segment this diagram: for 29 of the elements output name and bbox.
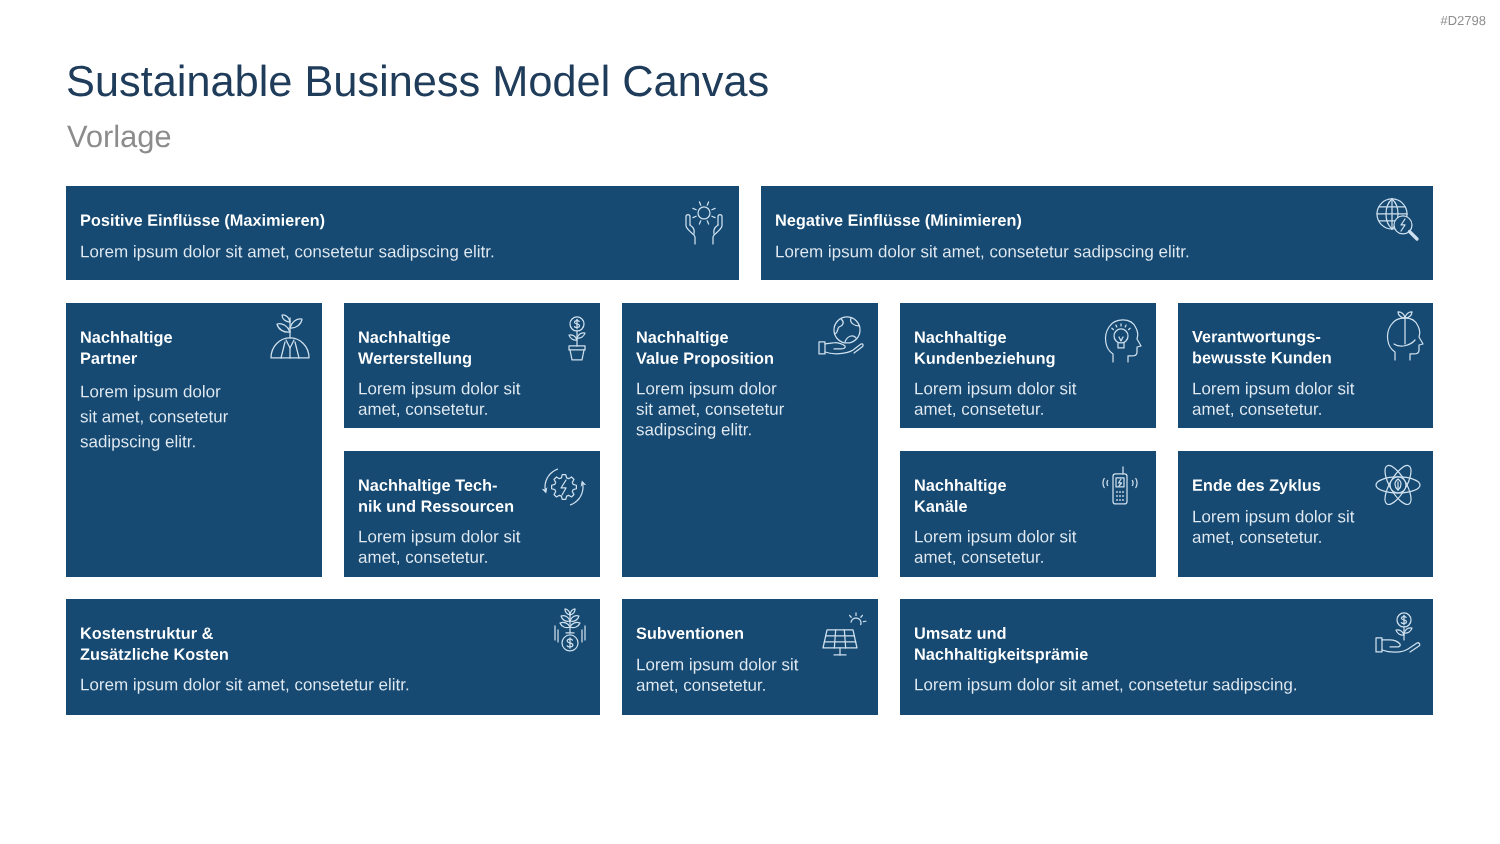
box-text: Lorem ipsum dolor sit amet, consetetur. [358,530,521,565]
box-text: Lorem ipsum dolor sit amet, consetetur sadipscing elitr. [636,382,785,439]
box-text: Lorem ipsum dolor sit amet, consetetur. [1192,382,1355,417]
box-text: Lorem ipsum dolor sit amet, consetetur. [636,658,799,693]
subtitle: Vorlage [67,124,171,154]
box-text: Lorem ipsum dolor sit amet, consetetur sadipscing elitr. [81,245,494,261]
box-heading: Nachhaltige Kundenbeziehung [915,331,1055,368]
box-heading: Negative Einflüsse (Minimieren) [776,214,1022,230]
box-text: Lorem ipsum dolor sit amet, consetetur. [914,530,1077,565]
box-heading: Nachhaltige Value Proposition [636,331,773,368]
box-heading: Verantwortungs- bewusste Kunden [1192,331,1331,364]
box-text: Lorem ipsum dolor sit amet, consetetur. [914,382,1077,417]
box-heading: Nachhaltige Tech- nik und Ressourcen [359,479,514,512]
box-heading: Umsatz und Nachhaltigkeitsprämie [915,627,1088,664]
reference-code: #D2798 [1440,15,1486,26]
box-heading: Nachhaltige Kanäle [915,479,1006,512]
box-text: Lorem ipsum dolor sit amet, consetetur. [358,382,521,417]
box-text: Lorem ipsum dolor sit amet, consetetur sadipscing elitr. [80,385,229,451]
box-text: Lorem ipsum dolor sit amet, consetetur. [1192,510,1355,545]
box-heading: Ende des Zyklus [1193,479,1321,495]
box-heading: Nachhaltige Partner [81,331,172,364]
title: Sustainable Business Model Canvas [67,64,768,97]
box-text: Lorem ipsum dolor sit amet, consetetur elitr. [81,678,409,694]
box-text: Lorem ipsum dolor sit amet, consetetur sadipscing. [915,678,1296,694]
box-text: Lorem ipsum dolor sit amet, consetetur sadipscing elitr. [776,245,1189,261]
box-heading: Nachhaltige Werterstellung [358,331,471,368]
box-heading: Subventionen [636,627,743,639]
box-heading: Positive Einflüsse (Maximieren) [81,214,325,230]
box-heading: Kostenstruktur & Zusätzliche Kosten [80,627,228,660]
